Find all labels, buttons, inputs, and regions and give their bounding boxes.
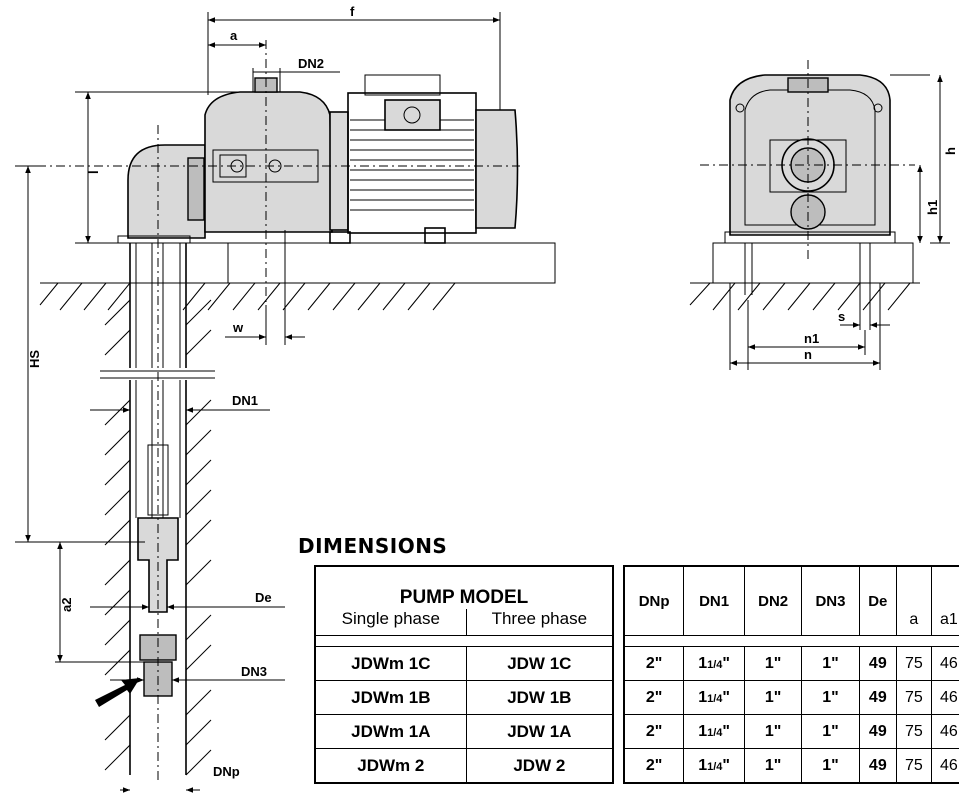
table-row: 2" 11/4" 1" 1" 49 75 46 bbox=[623, 680, 959, 715]
a-cell: 75 bbox=[895, 748, 932, 784]
table-row: JDWm 1A JDW 1A bbox=[314, 714, 614, 749]
dim-h1-label: h1 bbox=[925, 200, 940, 215]
ground-hatch-right bbox=[182, 282, 456, 311]
table-row: JDWm 2 JDW 2 bbox=[314, 748, 614, 784]
de-cell: 49 bbox=[858, 748, 897, 784]
dim-dn3-label: DN3 bbox=[241, 664, 267, 679]
dn3-cell: 1" bbox=[801, 714, 860, 749]
dn2-cell: 1" bbox=[743, 680, 803, 715]
dnp-cell: 2" bbox=[623, 714, 685, 749]
a-cell: 75 bbox=[895, 646, 932, 681]
dn3-cell: 1" bbox=[801, 680, 860, 715]
dim-f-label: f bbox=[350, 4, 355, 19]
motor-fins bbox=[350, 119, 474, 211]
dnp-cell: 2" bbox=[623, 646, 685, 681]
dn3-cell: 1" bbox=[801, 748, 860, 784]
dim-hs-label: HS bbox=[27, 350, 42, 368]
front-ground-hatch bbox=[689, 282, 911, 311]
de-cell: 49 bbox=[858, 646, 897, 681]
de-cell: 49 bbox=[858, 714, 897, 749]
terminal-box bbox=[384, 99, 441, 131]
elbow-fitting bbox=[127, 144, 206, 239]
pump-model-header: PUMP MODEL bbox=[314, 565, 614, 609]
de-cell: 49 bbox=[858, 680, 897, 715]
front-dimensions: h h1 s n1 n bbox=[729, 74, 958, 370]
table-row: 2" 11/4" 1" 1" 49 75 46 bbox=[623, 646, 959, 681]
inlet-arrow-icon bbox=[95, 678, 140, 707]
model-single-cell: JDWm 2 bbox=[314, 748, 467, 784]
table-row: JDWm 1B JDW 1B bbox=[314, 680, 614, 715]
model-three-cell: JDW 2 bbox=[465, 748, 614, 784]
a1-cell: 46 bbox=[930, 680, 959, 715]
model-three-cell: JDW 1A bbox=[465, 714, 614, 749]
a1-cell: 46 bbox=[930, 714, 959, 749]
dn2-cell: 1" bbox=[743, 714, 803, 749]
model-single-cell: JDWm 1B bbox=[314, 680, 467, 715]
dim-h-label: h bbox=[943, 147, 958, 155]
pump-side-view bbox=[18, 40, 556, 780]
model-three-cell: JDW 1B bbox=[465, 680, 614, 715]
model-single-cell: JDWm 1C bbox=[314, 646, 467, 681]
well-hatch-left bbox=[104, 299, 131, 771]
dim-a2-label: a2 bbox=[59, 598, 74, 612]
col-header-dn1: DN1 bbox=[683, 565, 745, 636]
dim-s-label: s bbox=[838, 309, 845, 324]
table-row: 2" 11/4" 1" 1" 49 75 46 bbox=[623, 714, 959, 749]
model-single-cell: JDWm 1A bbox=[314, 714, 467, 749]
pump-body bbox=[204, 91, 333, 233]
dn2-cell: 1" bbox=[743, 748, 803, 784]
dim-n1-label: n1 bbox=[804, 331, 819, 346]
a1-cell: 46 bbox=[930, 748, 959, 784]
dim-dn2-label: DN2 bbox=[298, 56, 324, 71]
side-dimensions: f a DN2 l HS w DN1 a2 De bbox=[15, 4, 501, 793]
three-phase-header: Three phase bbox=[465, 609, 614, 636]
a-cell: 75 bbox=[895, 714, 932, 749]
pump-front-view bbox=[689, 60, 920, 330]
dnp-cell: 2" bbox=[623, 748, 685, 784]
single-phase-header: Single phase bbox=[314, 609, 467, 636]
dn1-cell: 11/4" bbox=[683, 646, 745, 681]
dim-l-label: l bbox=[86, 170, 101, 174]
table-row: JDWm 1C JDW 1C bbox=[314, 646, 614, 681]
model-three-cell: JDW 1C bbox=[465, 646, 614, 681]
table-row: 2" 11/4" 1" 1" 49 75 46 bbox=[623, 748, 959, 784]
fan-cover bbox=[475, 109, 519, 229]
col-header-de: De bbox=[858, 565, 897, 636]
col-header-a: a bbox=[895, 565, 932, 636]
col-header-dnp: DNp bbox=[623, 565, 685, 636]
dn3-cell: 1" bbox=[801, 646, 860, 681]
concrete-base bbox=[227, 242, 556, 284]
col-header-a1: a1 bbox=[930, 565, 959, 636]
dn1-cell: 11/4" bbox=[683, 680, 745, 715]
dim-de-label: De bbox=[255, 590, 272, 605]
dim-n-label: n bbox=[804, 347, 812, 362]
dn1-cell: 11/4" bbox=[683, 748, 745, 784]
dn1-cell: 11/4" bbox=[683, 714, 745, 749]
col-header-dn3: DN3 bbox=[801, 565, 860, 636]
dim-a-label: a bbox=[230, 28, 238, 43]
dim-dn1-label: DN1 bbox=[232, 393, 258, 408]
ground-hatch-left bbox=[39, 282, 131, 311]
a1-cell: 46 bbox=[930, 646, 959, 681]
dim-w-label: w bbox=[232, 320, 244, 335]
col-header-dn2: DN2 bbox=[743, 565, 803, 636]
dim-dnp-label: DNp bbox=[213, 764, 240, 779]
dimension-spec-table: DNp DN1 DN2 DN3 De a a1 2" 11/4" 1" 1" 4… bbox=[623, 565, 959, 784]
a-cell: 75 bbox=[895, 680, 932, 715]
well-hatch-right bbox=[185, 299, 212, 776]
dnp-cell: 2" bbox=[623, 680, 685, 715]
dimensions-title: DIMENSIONS bbox=[298, 534, 448, 558]
pump-model-table: PUMP MODEL Single phase Three phase JDWm… bbox=[314, 565, 614, 784]
dn2-cell: 1" bbox=[743, 646, 803, 681]
